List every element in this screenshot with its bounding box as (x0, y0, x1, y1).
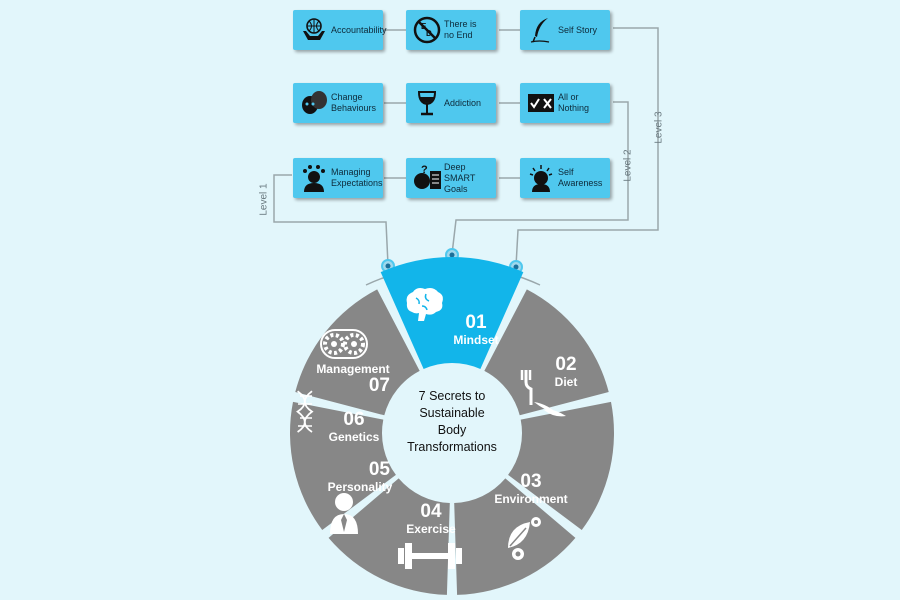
connector-lines (273, 27, 659, 286)
segment-number: 04 (420, 501, 442, 522)
gears-icon (320, 329, 368, 359)
dumbbell-icon (398, 543, 462, 569)
checkbox-icon (528, 94, 554, 112)
box-label: Addiction (444, 97, 482, 108)
segment-label-personality: 05 Personality (320, 459, 400, 495)
segment-name: Personality (327, 480, 393, 494)
segment-number: 03 (520, 471, 542, 492)
box-accountability[interactable]: Accountability (293, 10, 387, 50)
level-3-label: Level 3 (653, 111, 665, 144)
box-managing-expectations[interactable]: Managing Expectations (293, 158, 383, 198)
box-label: Deep SMART Goals (444, 161, 476, 194)
level-1-label: Level 1 (258, 183, 270, 216)
fork-spoon-icon (520, 370, 566, 417)
center-title: 7 Secrets to Sustainable Body Transforma… (407, 389, 497, 454)
brain-icon (406, 288, 443, 321)
segment-name: Management (316, 362, 390, 376)
quill-icon (530, 18, 550, 43)
box-all-or-nothing[interactable]: All or Nothing (520, 83, 610, 123)
svg-text:D: D (426, 29, 432, 38)
segment-label-management: Management 07 (310, 362, 396, 396)
segment-label-diet: 02 Diet (536, 354, 596, 390)
segment-management[interactable] (295, 289, 420, 416)
segment-name: Mindset (453, 333, 499, 347)
box-label: Self Awareness (558, 167, 603, 188)
box-there-is-no-end[interactable]: E D There is no End (406, 10, 496, 50)
segments (290, 257, 614, 595)
businessman-icon (330, 493, 358, 534)
segment-number: 05 (368, 459, 390, 480)
segment-name: Environment (494, 492, 568, 506)
checklist-head-icon: ? (414, 164, 441, 189)
segment-personality[interactable] (328, 478, 450, 595)
segment-environment[interactable] (508, 401, 614, 530)
leaf-gear-icon (508, 517, 541, 560)
person-thinking-icon (303, 165, 325, 192)
level-1-line (273, 174, 389, 266)
connector-dot-core (385, 263, 391, 269)
box-addiction[interactable]: Addiction (406, 83, 496, 123)
box-self-story[interactable]: Self Story (520, 10, 610, 50)
svg-text:E: E (421, 22, 427, 31)
segment-name: Genetics (328, 430, 380, 444)
box-label: All or Nothing (558, 92, 590, 113)
center-circle (386, 367, 518, 499)
segment-number: 02 (555, 354, 577, 375)
segment-label-exercise: 04 Exercise (399, 501, 463, 537)
level-2-label: Level 2 (622, 149, 634, 182)
segment-label-environment: 03 Environment (486, 471, 576, 507)
box-label: Self Story (558, 24, 598, 35)
head-rays-icon (529, 165, 553, 192)
box-deep-smart-goals[interactable]: ? Deep SMART Goals (406, 158, 496, 198)
masks-icon (302, 91, 327, 114)
box-self-awareness[interactable]: Self Awareness (520, 158, 610, 198)
wine-glass-icon (417, 91, 437, 116)
globe-hands-icon (303, 18, 325, 40)
svg-text:?: ? (421, 164, 428, 176)
segment-name: Diet (554, 375, 578, 389)
segment-name: Exercise (406, 522, 456, 536)
segment-number: 07 (368, 375, 390, 396)
segment-number: 01 (465, 312, 487, 333)
box-label: Accountability (331, 24, 387, 35)
box-label: Change Behaviours (331, 92, 377, 113)
level-3-line (515, 27, 659, 267)
segment-mindset[interactable] (380, 257, 524, 370)
box-label: Managing Expectations (331, 167, 383, 188)
box-label: There is no End (444, 19, 477, 40)
connector-dot-core (449, 252, 455, 258)
segment-label-genetics: 06 Genetics (322, 409, 386, 445)
segment-genetics[interactable] (290, 401, 396, 530)
segment-icons (296, 288, 566, 569)
segment-number: 06 (343, 409, 365, 430)
dna-icon (296, 390, 314, 433)
no-end-icon: E D (413, 16, 441, 44)
level-2-line (451, 101, 629, 255)
connector-dot-core (513, 264, 519, 270)
box-change-behaviours[interactable]: Change Behaviours (293, 83, 383, 123)
segment-diet[interactable] (484, 289, 609, 416)
segment-label-mindset: 01 Mindset (436, 312, 516, 348)
